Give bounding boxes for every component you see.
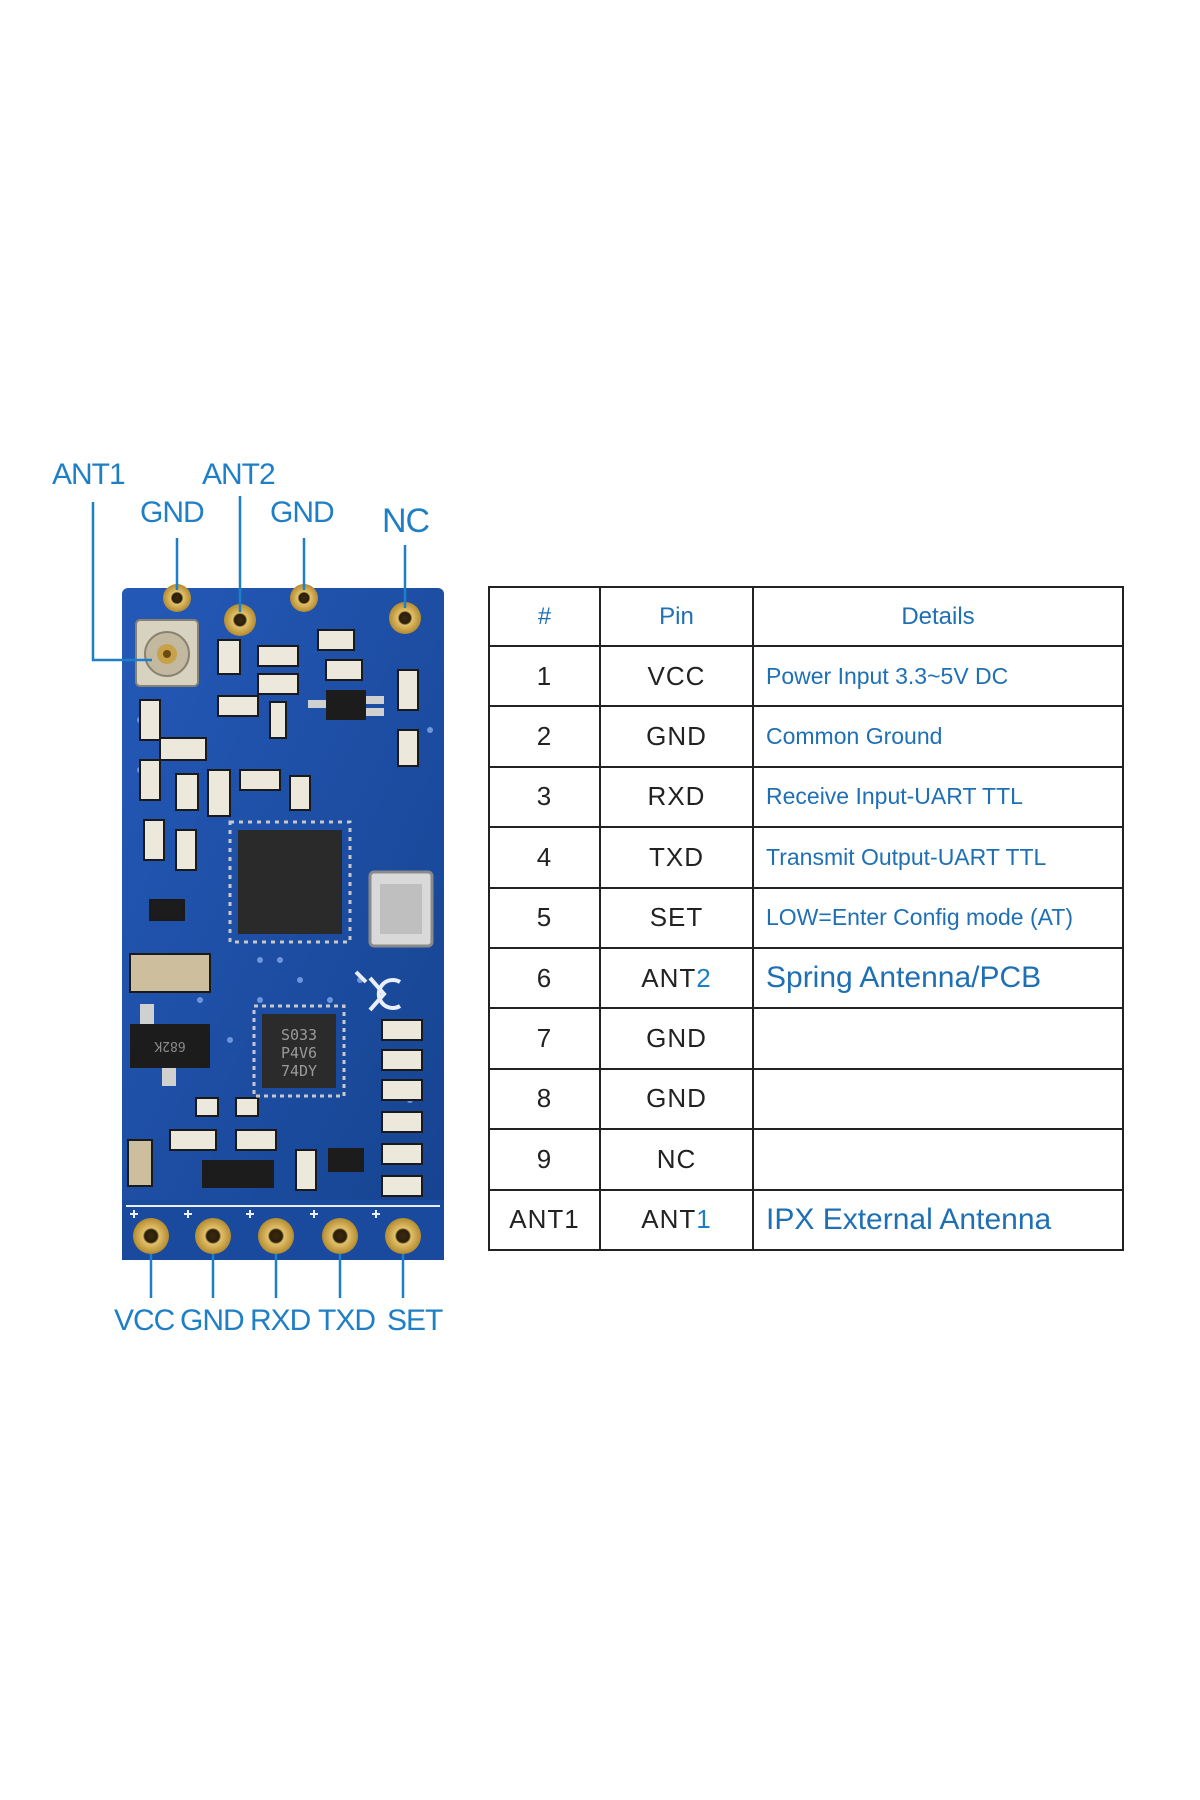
chip-marking-line3: 74DY — [281, 1062, 317, 1080]
lower-ic — [252, 1004, 346, 1098]
passive-components — [127, 629, 423, 1197]
row-detail: Transmit Output-UART TTL — [752, 826, 1124, 889]
row-detail: LOW=Enter Config mode (AT) — [752, 886, 1124, 949]
leader-lines — [91, 496, 407, 1298]
row-pin: VCC — [599, 644, 754, 708]
row-pin: RXD — [599, 765, 754, 829]
transistor-left — [130, 1004, 210, 1086]
row-number: 6 — [488, 946, 601, 1010]
row-pin: TXD — [599, 826, 754, 889]
row-number: 8 — [488, 1067, 601, 1131]
table-row: 3 RXD Receive Input-UART TTL — [488, 765, 1124, 829]
row-detail: Receive Input-UART TTL — [752, 765, 1124, 829]
label-gnd-bottom: GND — [180, 1304, 245, 1337]
header-number: # — [488, 586, 601, 647]
row-number: 9 — [488, 1128, 601, 1191]
transistor-marking: 682K — [154, 1038, 185, 1053]
table-row: 7 GND — [488, 1007, 1124, 1070]
bottom-pads — [133, 1218, 421, 1254]
label-ant2: ANT2 — [202, 458, 276, 491]
row-pin: GND — [599, 1007, 754, 1070]
table-row: 1 VCC Power Input 3.3~5V DC — [488, 644, 1124, 708]
row-detail — [752, 1067, 1124, 1131]
table-row: 9 NC — [488, 1128, 1124, 1191]
row-pin: ANT2 — [599, 946, 754, 1010]
row-detail — [752, 1007, 1124, 1070]
row-detail — [752, 1128, 1124, 1191]
table-row: 8 GND — [488, 1067, 1124, 1131]
row-number: 4 — [488, 826, 601, 889]
pin-prefix: ANT — [641, 1204, 697, 1235]
row-number: ANT1 — [488, 1188, 601, 1252]
row-number: 7 — [488, 1007, 601, 1070]
header-pin: Pin — [599, 586, 754, 647]
label-ant1: ANT1 — [52, 458, 126, 491]
row-detail: Power Input 3.3~5V DC — [752, 644, 1124, 708]
pinout-table: # Pin Details 1 VCC Power Input 3.3~5V D… — [488, 586, 1124, 1252]
brand-logo — [354, 970, 402, 1012]
row-detail: Common Ground — [752, 705, 1124, 768]
pin-digit: 2 — [696, 962, 712, 993]
diode — [202, 1160, 274, 1188]
label-txd: TXD — [318, 1304, 376, 1337]
row-number: 3 — [488, 765, 601, 829]
top-pads — [163, 584, 421, 636]
row-detail: Spring Antenna/PCB — [752, 946, 1124, 1010]
label-rxd: RXD — [250, 1304, 311, 1337]
header-details: Details — [752, 586, 1124, 647]
pin-prefix: ANT — [641, 962, 697, 993]
label-vcc: VCC — [114, 1304, 175, 1337]
label-gnd-left: GND — [140, 496, 205, 529]
crystal-oscillator — [368, 870, 434, 948]
pin-digit: 1 — [696, 1204, 712, 1235]
row-pin: NC — [599, 1128, 754, 1191]
label-set: SET — [387, 1304, 443, 1337]
row-pin: ANT1 — [599, 1188, 754, 1252]
table-row: ANT1 ANT1 IPX External Antenna — [488, 1188, 1124, 1252]
row-number: 1 — [488, 644, 601, 708]
transistor-top — [308, 690, 384, 720]
table-row: 2 GND Common Ground — [488, 705, 1124, 768]
chip-marking-line1: S033 — [281, 1026, 317, 1044]
row-pin: GND — [599, 1067, 754, 1131]
row-number: 5 — [488, 886, 601, 949]
chip-marking-line2: P4V6 — [281, 1044, 317, 1062]
silkscreen-marks — [130, 1210, 380, 1218]
label-gnd-right: GND — [270, 496, 335, 529]
row-pin: SET — [599, 886, 754, 949]
table-row: 5 SET LOW=Enter Config mode (AT) — [488, 886, 1124, 949]
main-ic — [228, 820, 352, 944]
table-header-row: # Pin Details — [488, 586, 1124, 647]
ipx-connector — [135, 619, 199, 687]
table-row: 6 ANT2 Spring Antenna/PCB — [488, 946, 1124, 1010]
row-pin: GND — [599, 705, 754, 768]
label-nc: NC — [382, 502, 430, 540]
row-detail: IPX External Antenna — [752, 1188, 1124, 1252]
transistor-bottom — [328, 1148, 364, 1172]
table-row: 4 TXD Transmit Output-UART TTL — [488, 826, 1124, 889]
row-number: 2 — [488, 705, 601, 768]
